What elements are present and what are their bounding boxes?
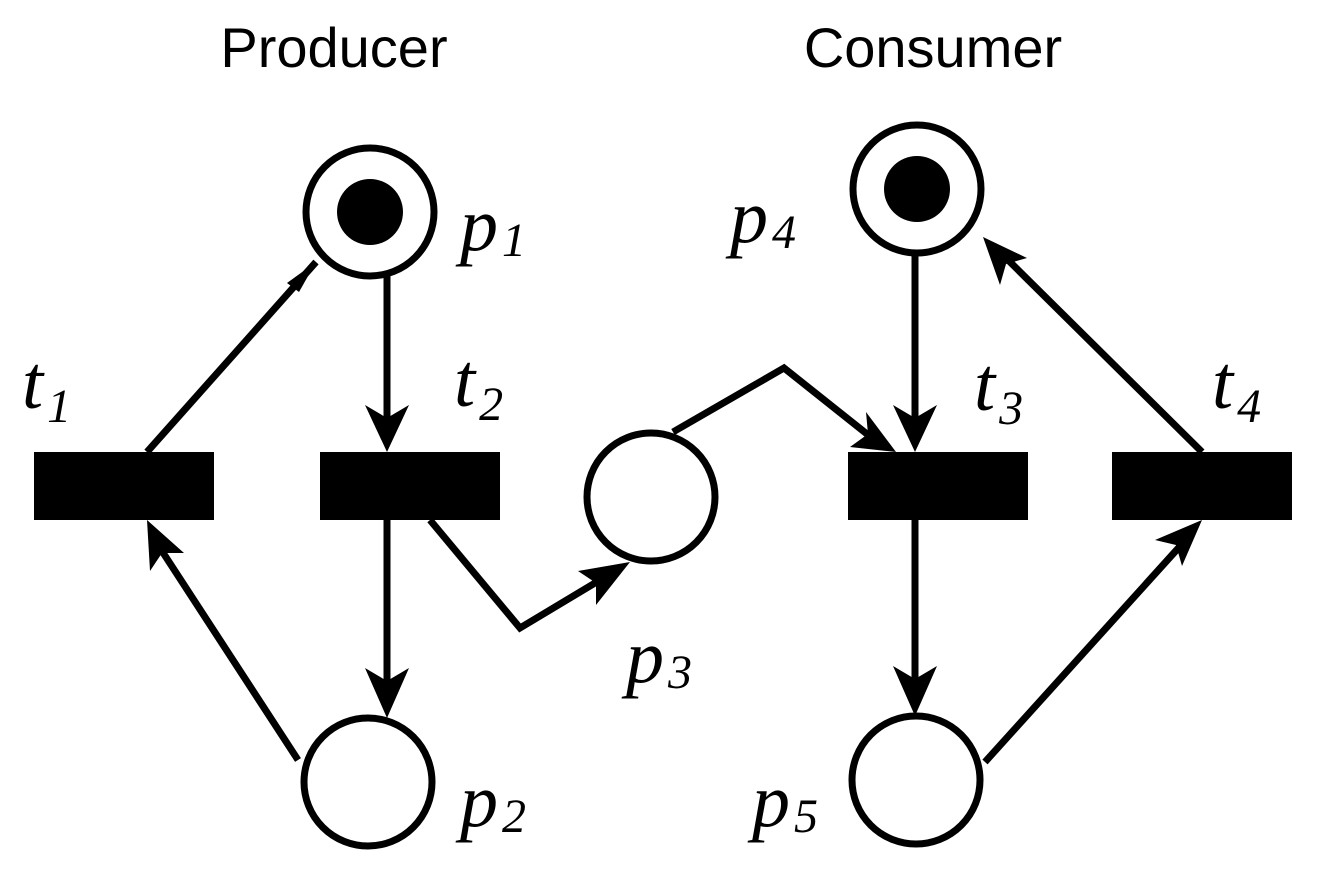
label-p4: p4 bbox=[725, 175, 796, 259]
places bbox=[300, 121, 985, 850]
place-p2 bbox=[300, 714, 436, 850]
arc-t4-p4 bbox=[1003, 255, 1205, 455]
label-t4: t4 bbox=[1212, 341, 1261, 433]
token-p1 bbox=[337, 179, 403, 245]
label-p3: p3 bbox=[621, 615, 692, 699]
arrowhead-p4-t3 bbox=[893, 405, 937, 452]
arc-p3-t3 bbox=[671, 363, 875, 441]
transition-t3 bbox=[848, 452, 1028, 520]
place-p3 bbox=[583, 429, 719, 565]
arrowhead-p1-t2 bbox=[365, 405, 409, 452]
labels: p1 p2 p3 p4 p5 t1 t2 t3 t4 bbox=[22, 175, 1261, 843]
arc-p5-t4 bbox=[982, 541, 1185, 765]
label-t1: t1 bbox=[22, 341, 71, 433]
label-p5: p5 bbox=[747, 759, 818, 843]
transition-t2 bbox=[320, 452, 500, 520]
arc-t1-p1 bbox=[144, 259, 319, 455]
label-t3: t3 bbox=[974, 343, 1023, 435]
label-p1: p1 bbox=[455, 183, 526, 267]
label-p2: p2 bbox=[455, 759, 526, 843]
consumer-heading: Consumer bbox=[804, 16, 1062, 79]
arc-t2-p3 bbox=[427, 517, 602, 633]
arc-p2-t1 bbox=[157, 546, 301, 762]
place-p5 bbox=[848, 712, 984, 848]
tokens bbox=[337, 156, 950, 245]
producer-heading: Producer bbox=[220, 16, 447, 79]
arrowhead-p3-t3 bbox=[850, 412, 896, 452]
transition-t4 bbox=[1112, 452, 1292, 520]
arrowhead-t1-p1 bbox=[287, 262, 316, 292]
arrowhead-t4-p4 bbox=[983, 237, 1027, 285]
token-p4 bbox=[884, 156, 950, 222]
label-t2: t2 bbox=[454, 339, 503, 431]
arrowhead-t3-p5 bbox=[893, 666, 937, 716]
transition-t1 bbox=[34, 452, 214, 520]
transitions bbox=[34, 452, 1292, 520]
arrowhead-p5-t4 bbox=[1155, 520, 1202, 566]
arrowhead-t2-p2 bbox=[365, 668, 409, 718]
arrowhead-t2-p3 bbox=[578, 562, 630, 605]
arcs bbox=[144, 237, 1205, 765]
arrowhead-p2-t1 bbox=[147, 520, 184, 571]
